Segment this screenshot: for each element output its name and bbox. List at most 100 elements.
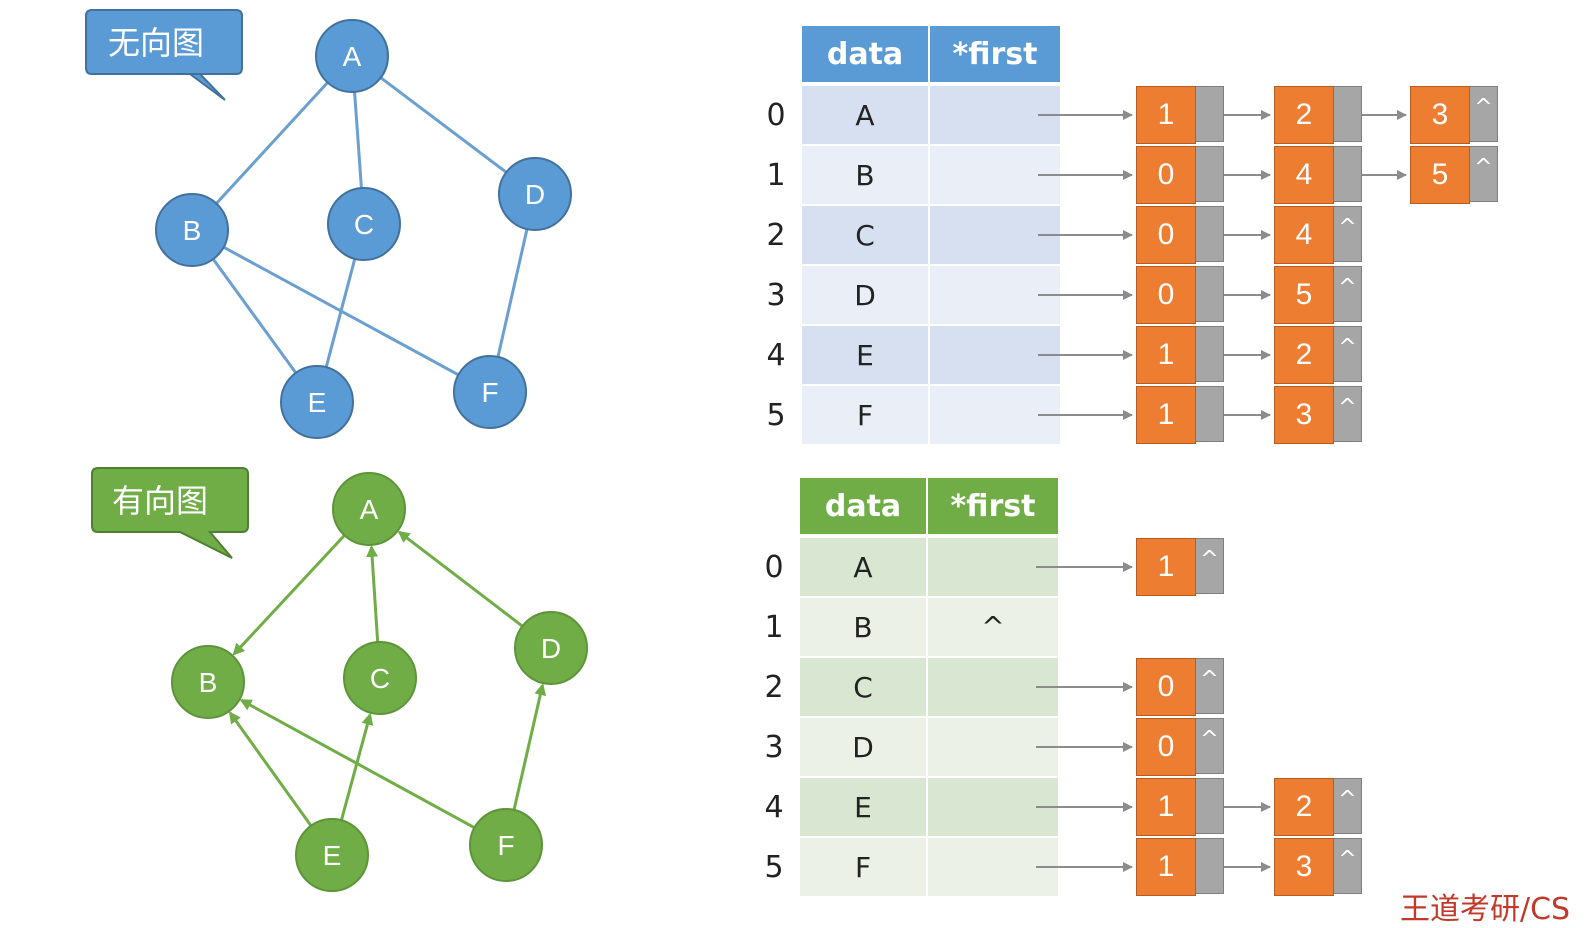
directed-row-index: 2: [764, 669, 784, 705]
directed-row-index: 5: [764, 849, 784, 885]
undirected-cell-data: D: [802, 266, 928, 324]
directed-vertex-label: B: [199, 667, 218, 698]
edge-node-vertex-index: 3: [1274, 386, 1334, 444]
edge-node-vertex-index: 4: [1274, 206, 1334, 264]
edge-node-vertex-index: 5: [1274, 266, 1334, 324]
undirected-header-first: *first: [930, 26, 1060, 82]
arc-C-A: [366, 544, 380, 643]
edge-node-next-pointer: ^: [1334, 206, 1362, 262]
edge-node-next-pointer: ^: [1196, 538, 1224, 594]
edge-node-next-pointer: ^: [1196, 718, 1224, 774]
edge-node-vertex-index: 2: [1274, 778, 1334, 836]
undirected-vertex-A: [315, 19, 389, 93]
undirected-header-data: data: [802, 26, 928, 82]
edge-node-vertex-index: 1: [1136, 86, 1196, 144]
undirected-edge-node: 4: [1274, 146, 1362, 204]
undirected-vertex-label: F: [481, 377, 498, 408]
edge-node-next-pointer: [1334, 146, 1362, 202]
edge-node-next-pointer: ^: [1334, 386, 1362, 442]
undirected-vertex-E: [280, 365, 354, 439]
undirected-edge-node: 4^: [1274, 206, 1362, 264]
edge-node-next-pointer: [1196, 838, 1224, 894]
directed-edge-node: 0^: [1136, 718, 1224, 776]
directed-vertex-label: F: [497, 830, 514, 861]
undirected-edge-node: 1: [1136, 386, 1224, 444]
directed-edge-node: 3^: [1274, 838, 1362, 896]
edge-A-B: [215, 81, 329, 205]
edge-node-vertex-index: 3: [1274, 838, 1334, 896]
undirected-edge-node: 1: [1136, 86, 1224, 144]
directed-row-index: 1: [764, 609, 784, 645]
directed-row-index: 4: [764, 789, 784, 825]
edge-node-next-pointer: ^: [1470, 86, 1498, 142]
undirected-row-index: 0: [766, 97, 786, 133]
edge-node-next-pointer: [1334, 86, 1362, 142]
undirected-callout-text: 无向图: [108, 24, 204, 62]
undirected-cell-data: A: [802, 86, 928, 144]
edge-node-next-pointer: ^: [1470, 146, 1498, 202]
undirected-edge-node: 5^: [1410, 146, 1498, 204]
directed-cell-data: F: [800, 838, 926, 896]
directed-callout-text: 有向图: [112, 482, 208, 520]
edge-node-next-pointer: [1196, 326, 1224, 382]
arc-E-B: [228, 711, 313, 827]
edge-node-next-pointer: [1196, 266, 1224, 322]
directed-vertex-label: C: [370, 663, 390, 694]
undirected-cell-data: F: [802, 386, 928, 444]
edge-node-next-pointer: ^: [1196, 658, 1224, 714]
directed-vertex-B: [171, 645, 245, 719]
edge-node-next-pointer: ^: [1334, 326, 1362, 382]
edge-A-C: [353, 91, 363, 189]
edge-node-next-pointer: ^: [1334, 838, 1362, 894]
edge-node-vertex-index: 1: [1136, 386, 1196, 444]
arc-D-A: [397, 530, 524, 628]
watermark: 王道考研/CS: [1400, 892, 1571, 927]
undirected-cell-data: B: [802, 146, 928, 204]
directed-callout: 有向图: [91, 467, 249, 559]
edge-C-E: [324, 258, 357, 368]
undirected-cell-data: E: [802, 326, 928, 384]
directed-edge-node: 1^: [1136, 538, 1224, 596]
edge-node-vertex-index: 0: [1136, 718, 1196, 776]
edge-node-vertex-index: 0: [1136, 206, 1196, 264]
directed-arcs: [228, 530, 547, 830]
undirected-edge-node: 0: [1136, 146, 1224, 204]
edge-A-D: [379, 76, 508, 174]
directed-vertex-label: D: [541, 633, 561, 664]
edge-node-next-pointer: [1196, 146, 1224, 202]
undirected-edge-node: 2^: [1274, 326, 1362, 384]
directed-edge-node: 0^: [1136, 658, 1224, 716]
directed-vertex-D: [514, 611, 588, 685]
edge-node-next-pointer: [1196, 778, 1224, 834]
directed-row-index: 3: [764, 729, 784, 765]
arc-E-C: [339, 712, 374, 821]
edge-node-vertex-index: 1: [1136, 778, 1196, 836]
edge-node-vertex-index: 1: [1136, 538, 1196, 596]
directed-cell-data: D: [800, 718, 926, 776]
directed-header-data: data: [800, 478, 926, 534]
edge-node-vertex-index: 1: [1136, 326, 1196, 384]
arc-F-D: [512, 683, 547, 811]
edge-node-vertex-index: 1: [1136, 838, 1196, 896]
directed-cell-data: B: [800, 598, 926, 656]
undirected-vertex-C: [327, 187, 401, 261]
undirected-edge-node: 0: [1136, 266, 1224, 324]
directed-edge-node: 1: [1136, 838, 1224, 896]
undirected-vertex-F: [453, 355, 527, 429]
undirected-row-index: 2: [766, 217, 786, 253]
edge-node-vertex-index: 2: [1274, 86, 1334, 144]
directed-cell-data: A: [800, 538, 926, 596]
edge-node-next-pointer: ^: [1334, 266, 1362, 322]
edge-node-next-pointer: ^: [1334, 778, 1362, 834]
edge-node-vertex-index: 5: [1410, 146, 1470, 204]
directed-row-index: 0: [764, 549, 784, 585]
edge-B-E: [211, 258, 298, 374]
edge-node-vertex-index: 3: [1410, 86, 1470, 144]
directed-cell-data: C: [800, 658, 926, 716]
arc-A-B: [232, 534, 346, 656]
undirected-vertex-label: B: [183, 215, 202, 246]
